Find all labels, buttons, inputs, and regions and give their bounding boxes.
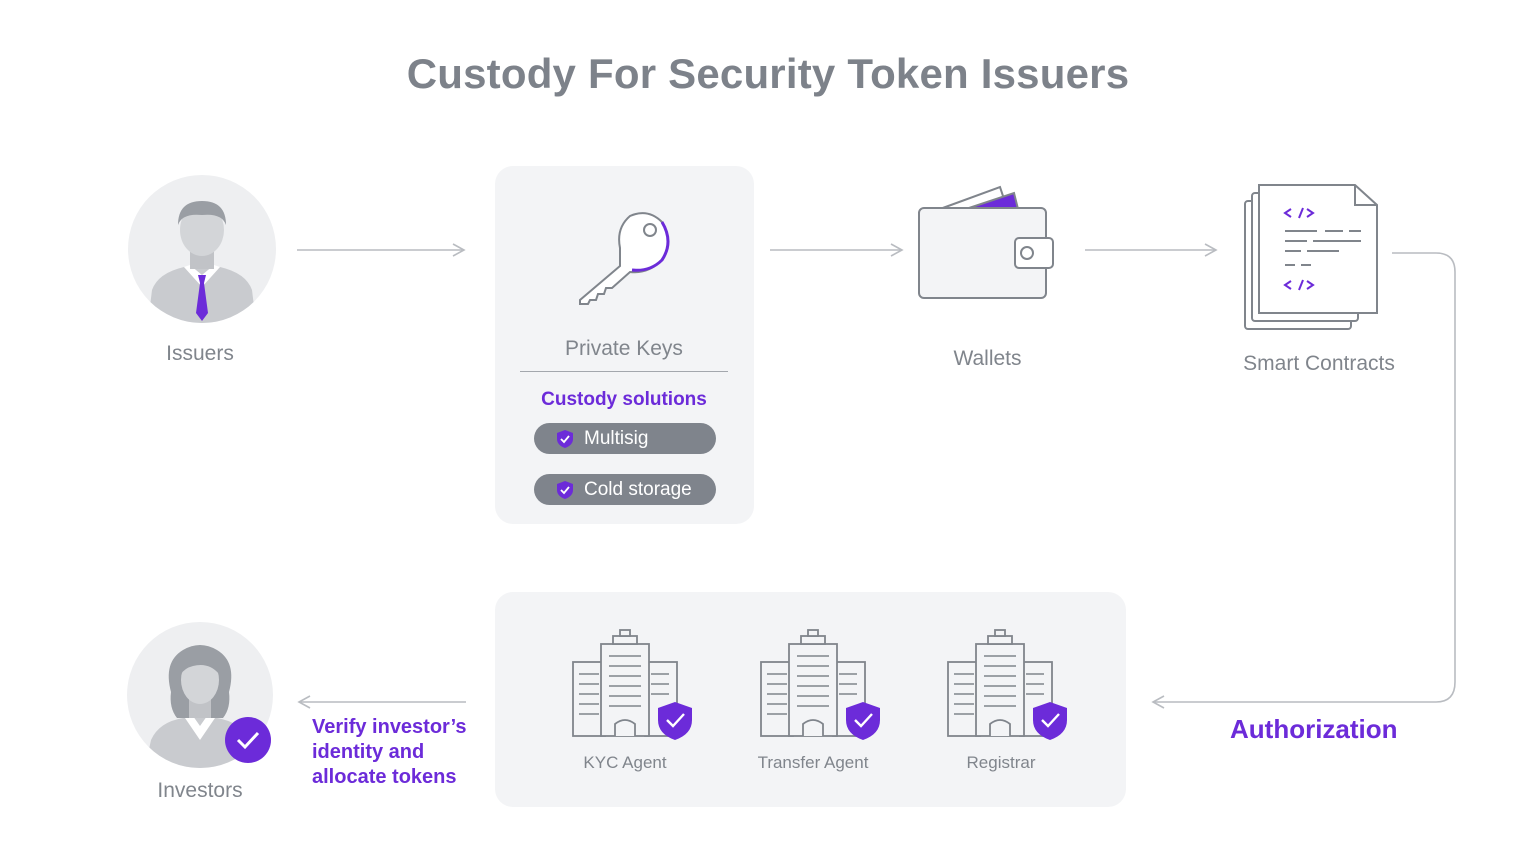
private-keys-label: Private Keys <box>565 337 683 360</box>
authorization-label: Authorization <box>1230 714 1398 744</box>
shield-check-icon <box>557 480 573 499</box>
registrar-building-icon <box>947 629 1067 740</box>
verify-line-1: Verify investor’s <box>312 716 467 738</box>
check-badge-icon <box>225 717 271 763</box>
registrar-label: Registrar <box>966 753 1036 772</box>
smart-contracts-label: Smart Contracts <box>1243 352 1395 375</box>
businessman-avatar-icon <box>128 175 276 323</box>
custody-solutions-heading: Custody solutions <box>541 389 707 410</box>
shield-check-icon <box>557 429 573 448</box>
cold-storage-label: Cold storage <box>584 478 692 500</box>
investors-label: Investors <box>157 779 243 802</box>
multisig-label: Multisig <box>584 427 649 449</box>
wallets-label: Wallets <box>953 347 1022 370</box>
verify-investor-text: Verify investor’s identity and allocate … <box>312 715 482 790</box>
kyc-agent-label: KYC Agent <box>583 753 667 772</box>
verify-line-2: identity and <box>312 741 425 763</box>
multisig-pill: Multisig <box>534 423 716 454</box>
page-title: Custody For Security Token Issuers <box>406 50 1130 97</box>
divider <box>520 371 728 372</box>
transfer-agent-building-icon <box>760 629 880 740</box>
transfer-agent-label: Transfer Agent <box>757 753 869 772</box>
wallet-icon <box>918 185 1054 299</box>
cold-storage-pill: Cold storage <box>534 474 716 505</box>
key-icon <box>579 212 670 305</box>
code-document-stack-icon <box>1244 184 1378 330</box>
verify-line-3: allocate tokens <box>312 766 457 788</box>
kyc-agent-building-icon <box>572 629 692 740</box>
issuers-label: Issuers <box>166 342 234 365</box>
